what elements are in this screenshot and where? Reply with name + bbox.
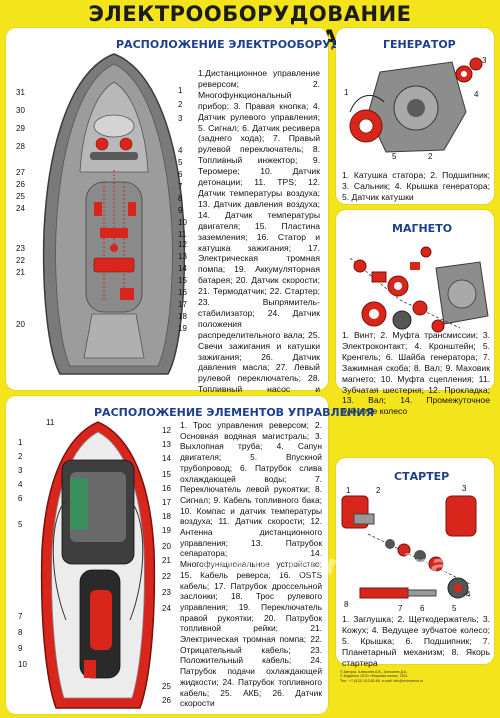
ctl-callout-2: 2	[18, 452, 23, 461]
callout-13: 13	[178, 252, 187, 261]
callout-2: 2	[178, 100, 183, 109]
starter-callout-7: 7	[398, 604, 403, 613]
callout-17: 17	[178, 300, 187, 309]
ctl-callout-1: 1	[18, 438, 23, 447]
magneto-heading: МАГНЕТО	[392, 222, 453, 235]
ctl-callout-22: 22	[162, 572, 171, 581]
ctl-callout-23: 23	[162, 588, 171, 597]
generator-exploded-view	[349, 57, 483, 153]
callout-18: 18	[178, 312, 187, 321]
ctl-callout-13: 13	[162, 440, 171, 449]
ctl-callout-12: 12	[162, 426, 171, 435]
callout-14: 14	[178, 264, 187, 273]
starter-callout-6: 6	[420, 604, 425, 613]
ctl-callout-25: 25	[162, 682, 171, 691]
callout-7: 7	[178, 182, 183, 191]
callout-23: 23	[16, 244, 25, 253]
ctl-callout-18: 18	[162, 512, 171, 521]
controls-heading: РАСПОЛОЖЕНИЕ ЭЛЕМЕНТОВ УПРАВЛЕНИЯ	[94, 406, 375, 419]
callout-1: 1	[178, 86, 183, 95]
ctl-callout-10: 10	[18, 660, 27, 669]
callout-5: 5	[178, 158, 183, 167]
callout-31: 31	[16, 88, 25, 97]
ctl-callout-6: 6	[18, 494, 23, 503]
ctl-callout-24: 24	[162, 604, 171, 613]
ctl-callout-21: 21	[162, 556, 171, 565]
controls-legend: 1. Трос управления реверсом; 2. Основная…	[180, 420, 322, 709]
starter-callout-8: 8	[344, 600, 349, 609]
ctl-callout-15: 15	[162, 470, 171, 479]
callout-4: 4	[178, 146, 183, 155]
callout-30: 30	[16, 106, 25, 115]
callout-8: 8	[178, 194, 183, 203]
callout-27: 27	[16, 168, 25, 177]
gen-callout-1: 1	[344, 88, 349, 97]
callout-22: 22	[16, 256, 25, 265]
ctl-callout-8: 8	[18, 628, 23, 637]
callout-11: 11	[178, 230, 187, 239]
starter-callout-4: 4	[466, 590, 471, 599]
callout-3: 3	[178, 114, 183, 123]
ctl-callout-5: 5	[18, 520, 23, 529]
callout-29: 29	[16, 124, 25, 133]
ctl-callout-3: 3	[18, 466, 23, 475]
callout-9: 9	[178, 206, 183, 215]
callout-19: 19	[178, 324, 187, 333]
callout-21: 21	[16, 268, 25, 277]
generator-legend: 1. Катушка статора; 2. Подшипник; 3. Сал…	[342, 170, 490, 202]
magneto-legend: 1. Винт; 2. Муфта трансмиссии; 3. Электр…	[342, 330, 490, 417]
ctl-callout-17: 17	[162, 498, 171, 507]
ctl-callout-7: 7	[18, 612, 23, 621]
magneto-exploded-view	[349, 246, 489, 333]
publisher-footer: © Авторы: Алексеев А.В., Алексеев Д.А. ©…	[340, 670, 424, 683]
generator-heading: ГЕНЕРАТОР	[383, 38, 456, 51]
starter-callout-1: 1	[346, 486, 351, 495]
ctl-callout-20: 20	[162, 542, 171, 551]
ctl-callout-26: 26	[162, 696, 171, 705]
callout-15: 15	[178, 276, 187, 285]
gen-callout-3: 3	[482, 56, 487, 65]
electrical-legend: 1.Дистанционное управление реверсом; 2. …	[198, 68, 320, 427]
callout-12: 12	[178, 240, 187, 249]
starter-callout-3: 3	[462, 484, 467, 493]
jetski-top-view	[42, 53, 186, 375]
starter-panel	[336, 458, 494, 664]
ctl-callout-16: 16	[162, 484, 171, 493]
ctl-callout-9: 9	[18, 644, 23, 653]
ctl-callout-14: 14	[162, 454, 171, 463]
ctl-callout-4: 4	[18, 480, 23, 489]
starter-callout-2: 2	[376, 486, 381, 495]
starter-exploded-view	[341, 495, 477, 599]
ctl-callout-11: 11	[46, 418, 55, 427]
callout-25: 25	[16, 192, 25, 201]
gen-callout-4: 4	[474, 90, 479, 99]
callout-6: 6	[178, 170, 183, 179]
callout-20: 20	[16, 320, 25, 329]
callout-24: 24	[16, 204, 25, 213]
gen-callout-2: 2	[428, 152, 433, 161]
watermark: www.mirmarina.ru	[200, 548, 494, 581]
electrical-heading: РАСПОЛОЖЕНИЕ ЭЛЕКТРООБОРУДОВАНИЯ	[116, 38, 394, 51]
ctl-callout-19: 19	[162, 526, 171, 535]
starter-heading: СТАРТЕР	[394, 470, 450, 483]
gen-callout-5: 5	[392, 152, 397, 161]
callout-10: 10	[178, 218, 187, 227]
callout-28: 28	[16, 142, 25, 151]
callout-16: 16	[178, 288, 187, 297]
starter-callout-5: 5	[452, 604, 457, 613]
starter-legend: 1. Заглушка; 2. Щеткодержатель; 3. Кожух…	[342, 614, 490, 668]
callout-26: 26	[16, 180, 25, 189]
jetski-controls-view	[40, 421, 156, 709]
